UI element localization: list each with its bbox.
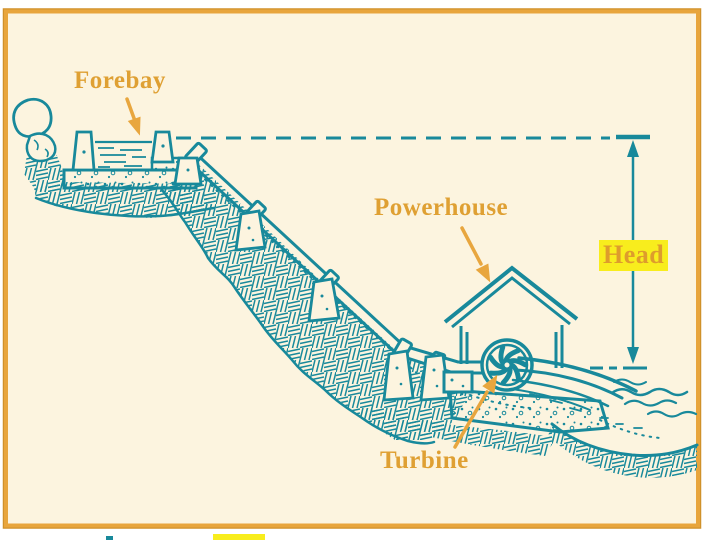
head-arrow-down bbox=[627, 347, 639, 364]
rocks bbox=[12, 97, 57, 163]
water-level-dashed-line bbox=[176, 134, 650, 140]
cropped-text-fragment bbox=[106, 536, 113, 540]
forebay-arrow bbox=[125, 97, 141, 136]
head-arrow-up bbox=[627, 140, 639, 157]
stream-water bbox=[511, 356, 698, 429]
turbine-arrow bbox=[453, 374, 498, 449]
forebay-label: Forebay bbox=[74, 67, 166, 94]
powerhouse-arrow bbox=[460, 226, 491, 283]
cropped-highlight-fragment bbox=[213, 534, 265, 540]
powerhouse-label: Powerhouse bbox=[374, 194, 509, 221]
head-label: Head bbox=[599, 240, 669, 271]
forebay-base-slab bbox=[62, 168, 198, 190]
powerhouse-left-wall bbox=[459, 326, 469, 364]
forebay-water bbox=[95, 140, 152, 168]
frame-border bbox=[4, 9, 700, 528]
turbine-label: Turbine bbox=[380, 447, 469, 474]
tailrace-slab bbox=[448, 388, 610, 434]
callout-arrows bbox=[125, 97, 498, 449]
pipe-supports bbox=[173, 156, 451, 402]
frame-outer-edge bbox=[2, 8, 702, 529]
powerhouse-building bbox=[442, 265, 579, 394]
powerhouse-foundation-pier bbox=[442, 370, 474, 394]
powerhouse-roof-inner bbox=[451, 276, 571, 329]
powerhouse-roof-outer bbox=[443, 265, 579, 324]
